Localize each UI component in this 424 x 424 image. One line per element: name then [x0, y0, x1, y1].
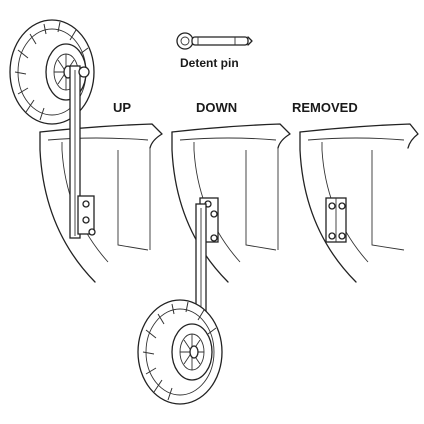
- detent-pin-icon: [176, 32, 253, 50]
- panel-label-up: UP: [113, 100, 131, 115]
- panel-label-down: DOWN: [196, 100, 237, 115]
- bracket-icon: [325, 197, 347, 243]
- boat-transom-icon: [171, 123, 291, 283]
- panel-removed: [299, 123, 419, 283]
- bracket-icon: [69, 65, 96, 239]
- wheel-icon: [137, 299, 223, 405]
- boat-transom-icon: [299, 123, 419, 283]
- panel-label-removed: REMOVED: [292, 100, 358, 115]
- panel-up: [9, 19, 163, 283]
- panel-down: [137, 123, 291, 405]
- boat-transom-icon: [39, 123, 163, 283]
- detent-pin-label: Detent pin: [180, 56, 239, 70]
